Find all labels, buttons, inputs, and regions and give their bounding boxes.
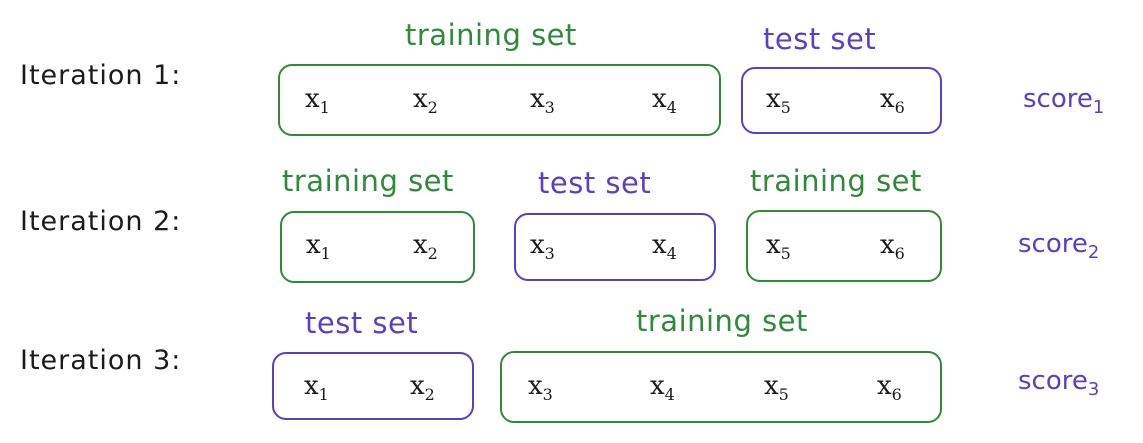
sample-variable: x4 bbox=[652, 84, 677, 117]
iteration-label: Iteration 3: bbox=[20, 345, 182, 376]
sample-variable: x6 bbox=[877, 371, 902, 404]
training-set-box bbox=[278, 64, 721, 136]
training-set-label: training set bbox=[405, 18, 577, 52]
training-set-box bbox=[746, 210, 942, 282]
training-set-box bbox=[280, 211, 475, 283]
sample-variable: x6 bbox=[880, 84, 905, 117]
score-label: score3 bbox=[1018, 366, 1100, 400]
training-set-box bbox=[500, 351, 942, 423]
training-set-label: training set bbox=[750, 164, 922, 198]
score-label: score2 bbox=[1018, 229, 1100, 263]
sample-variable: x1 bbox=[306, 230, 331, 263]
sample-variable: x2 bbox=[413, 84, 438, 117]
sample-variable: x4 bbox=[650, 371, 675, 404]
sample-variable: x3 bbox=[530, 84, 555, 117]
sample-variable: x2 bbox=[410, 371, 435, 404]
sample-variable: x4 bbox=[652, 230, 677, 263]
sample-variable: x5 bbox=[766, 230, 791, 263]
sample-variable: x2 bbox=[413, 230, 438, 263]
test-set-label: test set bbox=[763, 22, 877, 56]
test-set-label: test set bbox=[305, 306, 419, 340]
score-label: score1 bbox=[1023, 84, 1105, 118]
sample-variable: x3 bbox=[530, 230, 555, 263]
iteration-label: Iteration 2: bbox=[20, 206, 182, 237]
sample-variable: x6 bbox=[880, 230, 905, 263]
sample-variable: x1 bbox=[305, 84, 330, 117]
training-set-label: training set bbox=[636, 304, 808, 338]
test-set-box bbox=[272, 352, 474, 420]
sample-variable: x5 bbox=[764, 371, 789, 404]
test-set-box bbox=[741, 67, 942, 134]
iteration-label: Iteration 1: bbox=[20, 60, 182, 91]
training-set-label: training set bbox=[282, 164, 454, 198]
sample-variable: x5 bbox=[766, 84, 791, 117]
sample-variable: x3 bbox=[528, 371, 553, 404]
sample-variable: x1 bbox=[304, 371, 329, 404]
test-set-box bbox=[514, 213, 716, 281]
test-set-label: test set bbox=[538, 166, 652, 200]
